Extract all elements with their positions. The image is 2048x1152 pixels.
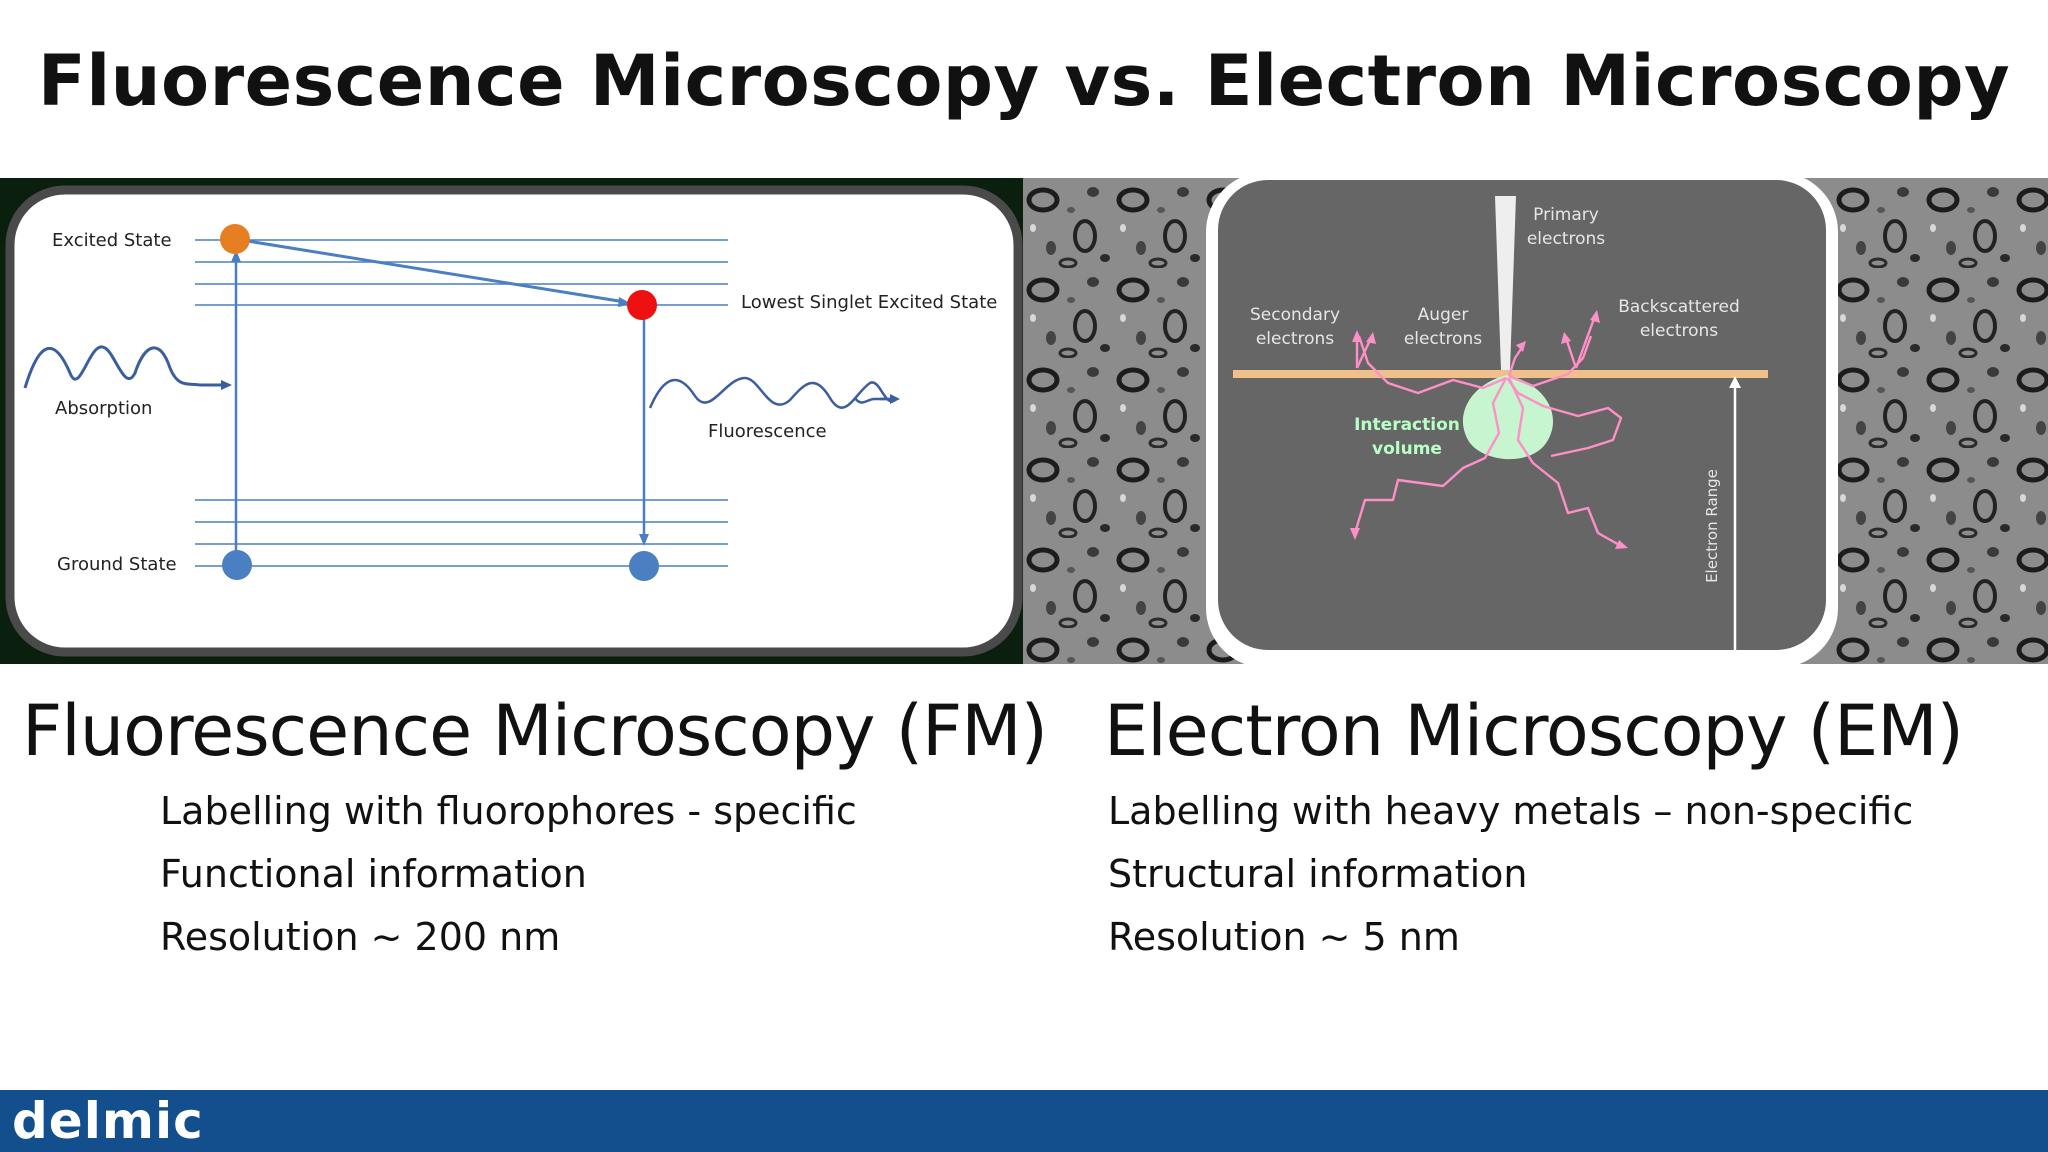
absorption-label: Absorption: [55, 398, 152, 419]
em-heading: Electron Microscopy (EM): [1104, 690, 1964, 772]
lowest-singlet-label: Lowest Singlet Excited State: [741, 292, 997, 313]
em-interaction-diagram: Primary electrons Secondary electrons Au…: [1023, 178, 2048, 664]
fm-bullet-labelling: Labelling with fluorophores - specific: [160, 789, 857, 833]
jablonski-diagram: Excited State Lowest Singlet Excited Sta…: [0, 178, 1023, 664]
secondary-label-2: electrons: [1256, 329, 1334, 349]
secondary-label-1: Secondary: [1250, 305, 1340, 325]
excited-state-label: Excited State: [52, 230, 172, 251]
em-bullet-labelling: Labelling with heavy metals – non-specif…: [1108, 789, 1914, 833]
delmic-logo: delmic: [12, 1092, 204, 1150]
primary-label-2: electrons: [1527, 229, 1605, 249]
backscattered-label-2: electrons: [1640, 321, 1718, 341]
em-bullet-information: Structural information: [1108, 852, 1528, 896]
slide-title: Fluorescence Microscopy vs. Electron Mic…: [37, 40, 2011, 122]
fluorescence-label: Fluorescence: [708, 421, 827, 442]
em-bullet-resolution: Resolution ~ 5 nm: [1108, 915, 1460, 959]
fm-bullet-list: Labelling with fluorophores - specific F…: [160, 780, 857, 969]
primary-label-1: Primary: [1533, 205, 1599, 225]
ground-state-label: Ground State: [57, 554, 177, 575]
fm-bullet-resolution: Resolution ~ 200 nm: [160, 915, 561, 959]
interaction-label-2: volume: [1372, 439, 1442, 459]
fm-bullet-information: Functional information: [160, 852, 587, 896]
backscattered-label-1: Backscattered: [1618, 297, 1740, 317]
electron-range-label: Electron Range: [1703, 469, 1721, 583]
auger-label-2: electrons: [1404, 329, 1482, 349]
footer-bar: [0, 1090, 2048, 1152]
fm-heading: Fluorescence Microscopy (FM): [22, 690, 1048, 772]
em-bullet-list: Labelling with heavy metals – non-specif…: [1108, 780, 1913, 969]
interaction-label-1: Interaction: [1354, 415, 1460, 435]
auger-label-1: Auger: [1418, 305, 1469, 325]
